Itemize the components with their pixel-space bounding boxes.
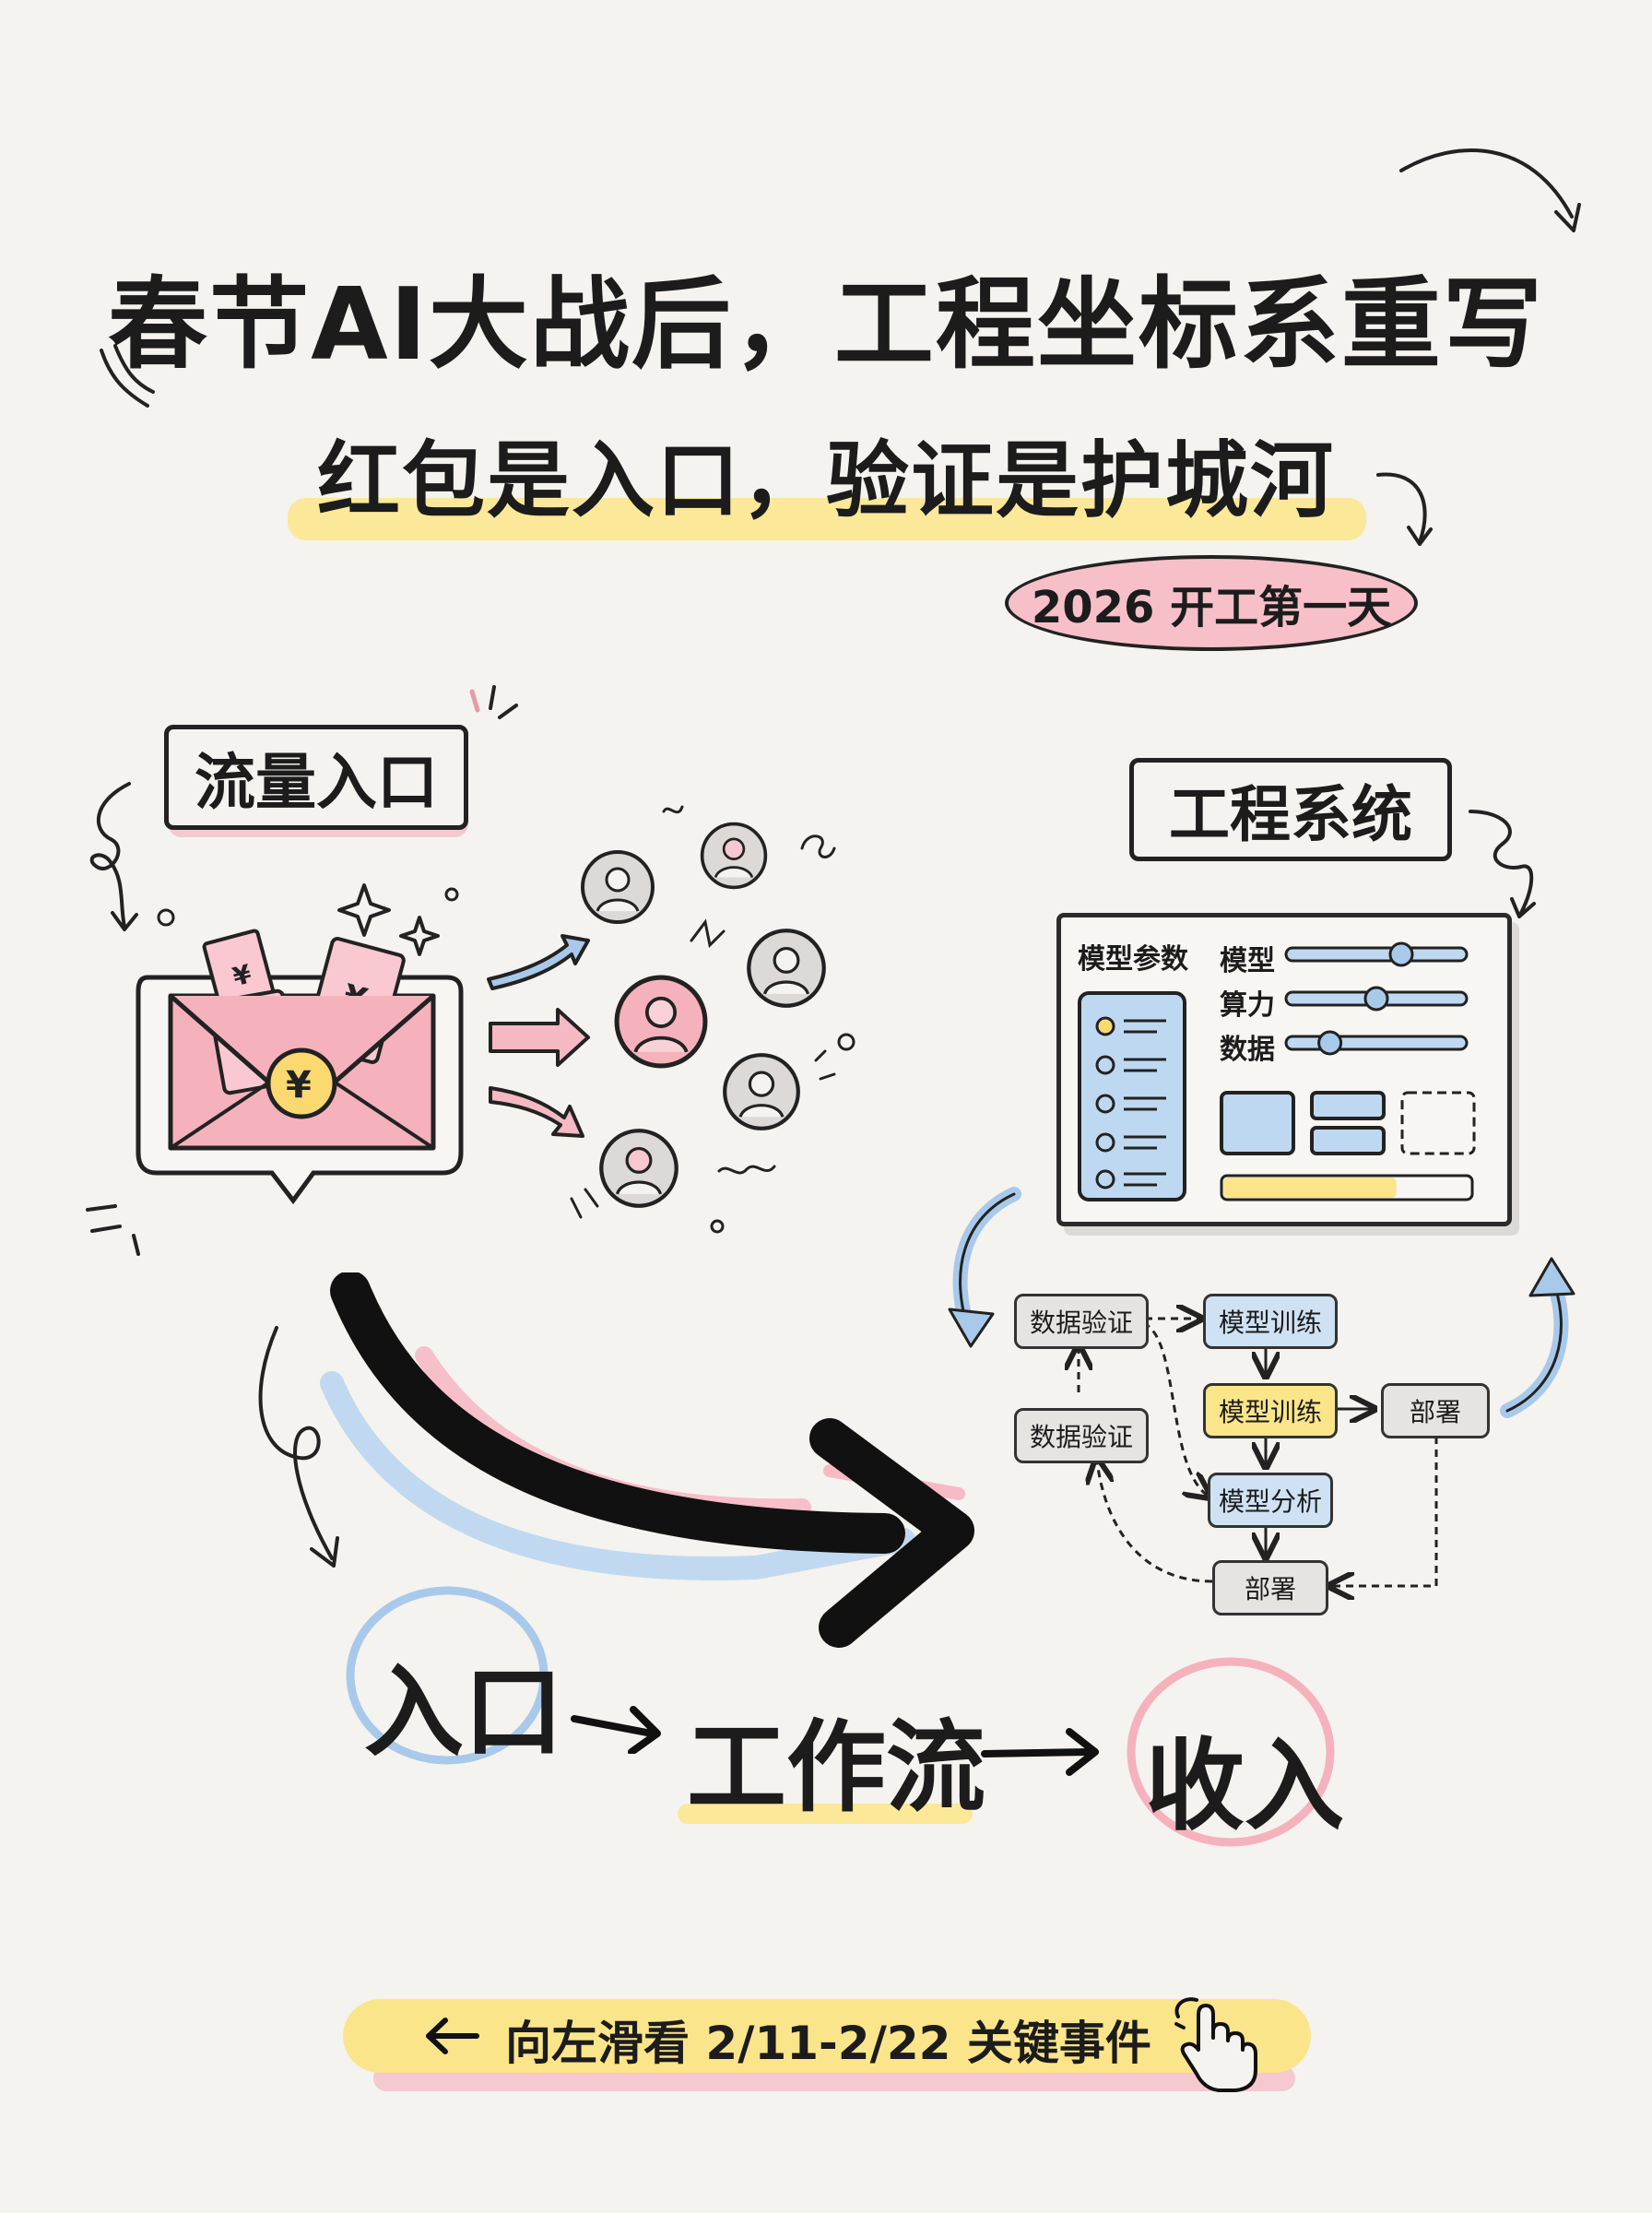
slider-label: 算力: [1220, 989, 1275, 1022]
progress-fill: [1223, 1178, 1397, 1198]
slider-knob[interactable]: [1388, 941, 1414, 967]
slider-track[interactable]: [1284, 1035, 1469, 1051]
panel-list: [1078, 991, 1186, 1201]
model-params-panel: 模型参数 模型 算力 数据: [1056, 913, 1512, 1226]
loop-arrow-icon: [89, 782, 138, 931]
flow-income: 收入: [1145, 1729, 1345, 1844]
page-title: 春节AI大战后，工程坐标系重写: [108, 267, 1544, 383]
flow-node-data-verify: 数据验证: [1014, 1294, 1149, 1349]
slider-label: 模型: [1220, 945, 1275, 977]
decorative-swoosh-arrow: [1399, 148, 1581, 232]
dash-strokes: [86, 1204, 140, 1256]
loop-arrow-icon: [258, 1326, 339, 1568]
user-avatar-icon: [700, 822, 768, 890]
traffic-entry-label: 流量入口: [164, 725, 468, 830]
distribution-arrows: [487, 934, 590, 1138]
left-arrow-icon: [426, 2018, 479, 2054]
progress-bar: [1220, 1174, 1474, 1201]
entry-circle: [346, 1586, 549, 1765]
decorative-squiggles: [570, 805, 856, 1234]
income-circle: [1127, 1657, 1335, 1847]
hand-pointer-icon: [1174, 1997, 1257, 2092]
red-envelope-icon: ¥ ¥ ¥ ¥: [136, 883, 464, 1205]
flow-workflow: 工作流: [687, 1710, 986, 1826]
swipe-hint-text: 向左滑看 2/11-2/22 关键事件: [505, 2017, 1151, 2070]
user-avatar-icon: [581, 850, 655, 924]
swipe-hint-bar[interactable]: [343, 1999, 1311, 2073]
flow-arrow: [571, 1706, 661, 1754]
user-avatar-icon: [723, 1053, 800, 1130]
panel-title: 模型参数: [1078, 943, 1188, 976]
engineering-system-label: 工程系统: [1129, 758, 1452, 861]
flow-node-model-analysis: 模型分析: [1208, 1473, 1333, 1528]
panel-blocks: [1220, 1091, 1476, 1155]
cycle-arrow-down: [948, 1187, 1021, 1348]
page-subtitle: 红包是入口，验证是护城河: [317, 432, 1335, 529]
svg-text:¥: ¥: [286, 1064, 312, 1106]
big-transition-arrow: [320, 1272, 974, 1648]
user-avatar-icon: [747, 929, 826, 1008]
flow-node-data-verify: 数据验证: [1014, 1408, 1149, 1463]
decorative-strokes: [100, 344, 155, 408]
user-avatar-icon: [614, 975, 708, 1069]
date-badge: 2026 开工第一天: [1005, 555, 1418, 651]
flow-connectors: [1005, 1282, 1438, 1623]
flow-entry: 入口: [364, 1655, 564, 1770]
cycle-arrow-up: [1500, 1257, 1575, 1418]
slider-track[interactable]: [1284, 946, 1469, 963]
flow-arrow: [981, 1728, 1099, 1776]
slider-label: 数据: [1220, 1034, 1275, 1066]
flow-node-model-train: 模型训练: [1203, 1294, 1338, 1349]
loop-arrow-icon: [1469, 810, 1536, 918]
sparkle-lines: [469, 685, 518, 719]
flow-node-model-train-active: 模型训练: [1203, 1383, 1338, 1438]
slider-knob[interactable]: [1363, 986, 1389, 1012]
flow-node-deploy: 部署: [1381, 1383, 1490, 1438]
user-avatar-icon: [599, 1129, 678, 1208]
decorative-curve-arrow: [1376, 472, 1433, 546]
slider-knob[interactable]: [1317, 1030, 1343, 1056]
flow-node-deploy: 部署: [1212, 1560, 1328, 1615]
param-sliders[interactable]: [1282, 936, 1476, 1074]
